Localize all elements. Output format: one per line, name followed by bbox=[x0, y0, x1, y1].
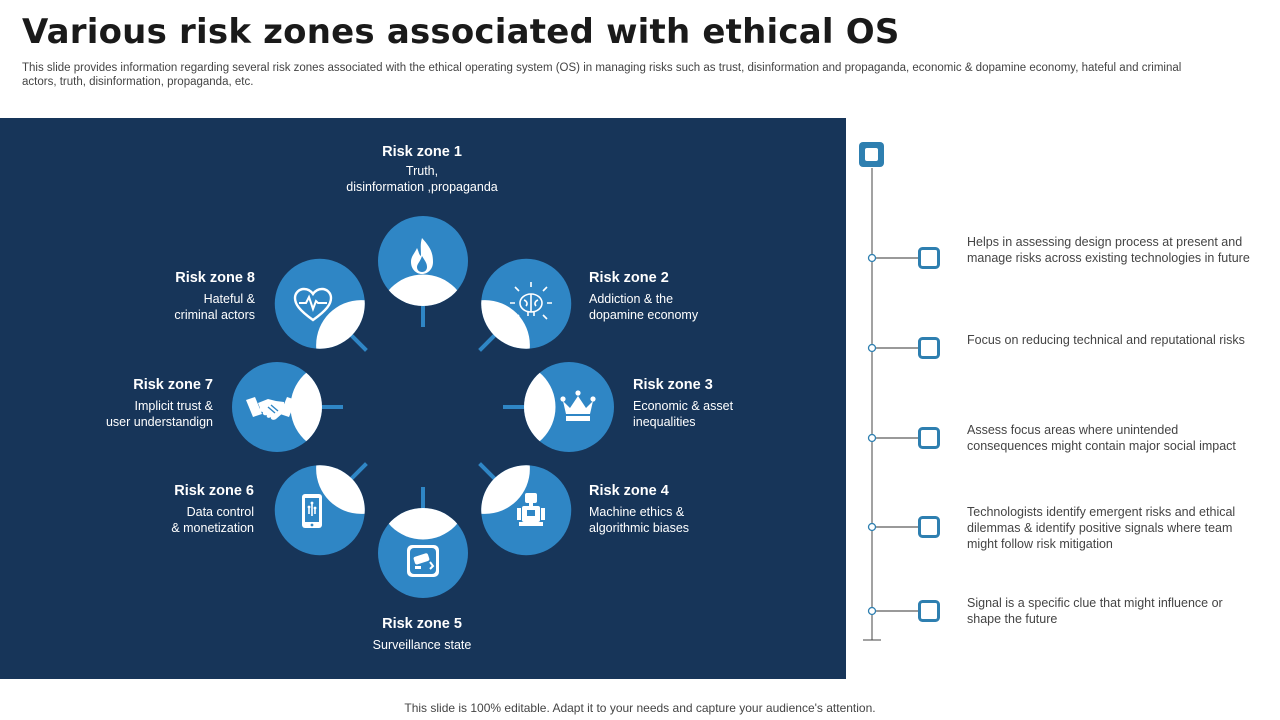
zone-desc: Implicit trust & user understandign bbox=[105, 399, 213, 429]
timeline-start-marker-inner bbox=[865, 148, 878, 161]
zone-title: Risk zone 3 bbox=[633, 377, 713, 393]
slide-subtitle: This slide provides information regardin… bbox=[22, 62, 1182, 88]
slide-footer: This slide is 100% editable. Adapt it to… bbox=[404, 701, 876, 715]
zone-label-3: Risk zone 3 Economic & asset inequalitie… bbox=[633, 376, 833, 430]
zone-title: Risk zone 5 bbox=[382, 616, 462, 632]
zone-label-4: Risk zone 4 Machine ethics & algorithmic… bbox=[589, 482, 789, 536]
zone-desc: Data control & monetization bbox=[171, 505, 254, 535]
zone-desc: Truth, disinformation ,propaganda bbox=[346, 164, 498, 194]
zone-desc: Surveillance state bbox=[372, 638, 472, 652]
timeline-graphic bbox=[859, 142, 940, 641]
connector-tick bbox=[478, 332, 498, 352]
zone-label-1: Risk zone 1 Truth, disinformation ,propa… bbox=[322, 143, 522, 195]
zone-desc: Hateful & criminal actors bbox=[174, 292, 255, 322]
zone-title: Risk zone 8 bbox=[175, 270, 255, 286]
timeline-node-3 bbox=[867, 427, 940, 449]
mobile-data-icon bbox=[267, 464, 357, 554]
zone-label-2: Risk zone 2 Addiction & the dopamine eco… bbox=[589, 269, 789, 323]
timeline-node-1 bbox=[867, 247, 940, 269]
robot-icon bbox=[486, 464, 576, 554]
connector-tick bbox=[348, 462, 368, 482]
risk-zone-2-node bbox=[478, 258, 572, 352]
zone-crescent bbox=[290, 362, 322, 452]
zone-label-7: Risk zone 7 Implicit trust & user unders… bbox=[13, 376, 213, 430]
zone-desc: Economic & asset inequalities bbox=[633, 399, 734, 429]
zone-label-6: Risk zone 6 Data control & monetization bbox=[54, 482, 254, 536]
camera-icon bbox=[378, 508, 468, 598]
zone-crescent bbox=[378, 508, 468, 540]
zone-label-8: Risk zone 8 Hateful & criminal actors bbox=[55, 269, 255, 323]
risk-zones-panel: Risk zone 1 Truth, disinformation ,propa… bbox=[0, 118, 846, 679]
zone-title: Risk zone 6 bbox=[174, 483, 254, 499]
zone-title: Risk zone 7 bbox=[133, 377, 213, 393]
zone-title: Risk zone 4 bbox=[589, 483, 669, 499]
zone-title: Risk zone 1 bbox=[382, 144, 462, 160]
timeline-item-1-text: Helps in assessing design process at pre… bbox=[967, 235, 1250, 265]
heart-rate-icon bbox=[268, 260, 358, 350]
crown-icon bbox=[533, 362, 623, 452]
zone-crescent bbox=[378, 274, 468, 306]
slide-title: Various risk zones associated with ethic… bbox=[22, 12, 900, 52]
zone-title: Risk zone 2 bbox=[589, 270, 669, 286]
zone-desc: Addiction & the dopamine economy bbox=[589, 292, 699, 322]
timeline-node-4 bbox=[867, 516, 940, 538]
timeline-item-4-text: Technologists identify emergent risks an… bbox=[967, 505, 1236, 551]
connector-tick bbox=[478, 462, 498, 482]
zone-crescent bbox=[524, 362, 556, 452]
zone-label-5: Risk zone 5 Surveillance state bbox=[322, 615, 522, 653]
handshake-icon bbox=[226, 362, 316, 452]
fire-icon bbox=[377, 216, 467, 306]
timeline-node-5 bbox=[867, 600, 940, 622]
timeline-node-2 bbox=[867, 337, 940, 359]
zone-desc: Machine ethics & algorithmic biases bbox=[589, 505, 690, 535]
timeline-item-2-text: Focus on reducing technical and reputati… bbox=[967, 333, 1245, 347]
timeline-item-5-text: Signal is a specific clue that might inf… bbox=[967, 596, 1223, 626]
timeline-panel: Helps in assessing design process at pre… bbox=[846, 118, 1280, 679]
timeline-item-3-text: Assess focus areas where unintended cons… bbox=[967, 423, 1236, 453]
connector-tick bbox=[348, 332, 368, 352]
brain-icon bbox=[486, 260, 576, 350]
